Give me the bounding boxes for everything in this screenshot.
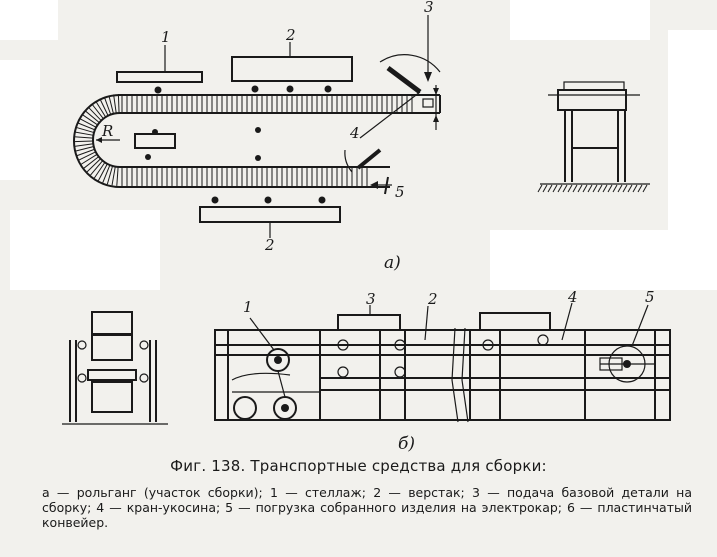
roller-line (113, 94, 117, 114)
roller-line (592, 184, 598, 193)
scan-patch-mid-left (10, 210, 160, 290)
roller-line (562, 184, 568, 193)
roller-line (607, 184, 613, 193)
label-1-b: 1 (243, 298, 253, 316)
roller-line (74, 131, 94, 136)
roller-line (642, 184, 648, 193)
roller-line (622, 184, 628, 193)
roller-line (582, 184, 588, 193)
roller-line (111, 166, 116, 186)
roller-line (91, 103, 104, 120)
roller-line (577, 184, 583, 193)
roller-line (97, 163, 108, 181)
roller-line (81, 113, 98, 126)
roller-line (117, 94, 120, 114)
scan-patch-mid-right (490, 230, 717, 290)
roller-line (75, 146, 94, 152)
arrow-3: 3 (424, 0, 439, 130)
rack-side-view (537, 81, 650, 193)
label-2-bottom: 2 (264, 236, 275, 254)
roller-line (597, 184, 603, 193)
roller-line (74, 143, 94, 147)
scan-patch-top-right (510, 0, 650, 40)
workbench-2-top: 2 (231, 26, 353, 93)
roller-line (79, 117, 97, 128)
roller-line (80, 153, 98, 165)
label-2-top: 2 (285, 26, 296, 44)
roller-line (552, 184, 558, 193)
roller-line (617, 184, 623, 193)
roller-line (99, 98, 109, 116)
roller-line (572, 184, 578, 193)
small-table (134, 127, 261, 161)
arrow-5: 5 (370, 181, 405, 201)
roller-line (627, 184, 633, 193)
roller-line (77, 122, 96, 131)
figure-caption-legend: а — рольганг (участок сборки); 1 — стелл… (42, 485, 692, 530)
roller-line (557, 184, 563, 193)
subfigure-a-label: а) (384, 253, 401, 273)
label-r: R (101, 122, 113, 140)
roller-line (74, 136, 94, 139)
roller-conveyor-plan: R (73, 94, 441, 195)
label-1-a: 1 (161, 28, 171, 46)
roller-line (75, 126, 95, 134)
label-4-b: 4 (567, 288, 578, 306)
plate-conveyor-end-view (62, 311, 168, 425)
roller-line (95, 100, 107, 118)
roller-line (87, 106, 102, 121)
figure-caption-title: Фиг. 138. Транспортные средства для сбор… (170, 457, 547, 475)
roller-line (637, 184, 643, 193)
label-5-b: 5 (645, 288, 655, 306)
roller-line (116, 166, 119, 186)
roller-line (83, 156, 100, 169)
label-3-a: 3 (424, 0, 434, 16)
label-2-b: 2 (427, 290, 438, 308)
roller-line (542, 184, 548, 193)
workbench-2-bottom: 2 (199, 196, 341, 254)
jib-crane-4: 4 (344, 54, 441, 173)
roller-line (632, 184, 638, 193)
roller-line (93, 162, 106, 179)
roller-line (78, 151, 96, 161)
roller-line (587, 184, 593, 193)
scan-patch-top-left (0, 0, 58, 40)
roller-line (106, 165, 114, 185)
roller-line (612, 184, 618, 193)
label-5-a: 5 (395, 183, 405, 201)
roller-line (74, 140, 94, 143)
roller-line (108, 95, 114, 114)
rack-1: 1 (116, 28, 203, 94)
plate-conveyor-side-view: 3 2 4 1 5 (214, 288, 671, 423)
roller-line (602, 184, 608, 193)
roller-line (84, 110, 100, 124)
label-3-b: 3 (366, 290, 376, 308)
scan-patch-left (0, 60, 40, 180)
roller-line (90, 160, 104, 176)
roller-line (567, 184, 573, 193)
roller-line (102, 164, 111, 183)
roller-line (86, 158, 101, 173)
roller-line (76, 148, 95, 157)
roller-line (103, 96, 112, 115)
roller-line (537, 184, 543, 193)
scan-patch-right (668, 30, 717, 255)
subfigure-b-label: б) (398, 434, 415, 454)
label-4-a: 4 (349, 124, 360, 142)
roller-line (547, 184, 553, 193)
